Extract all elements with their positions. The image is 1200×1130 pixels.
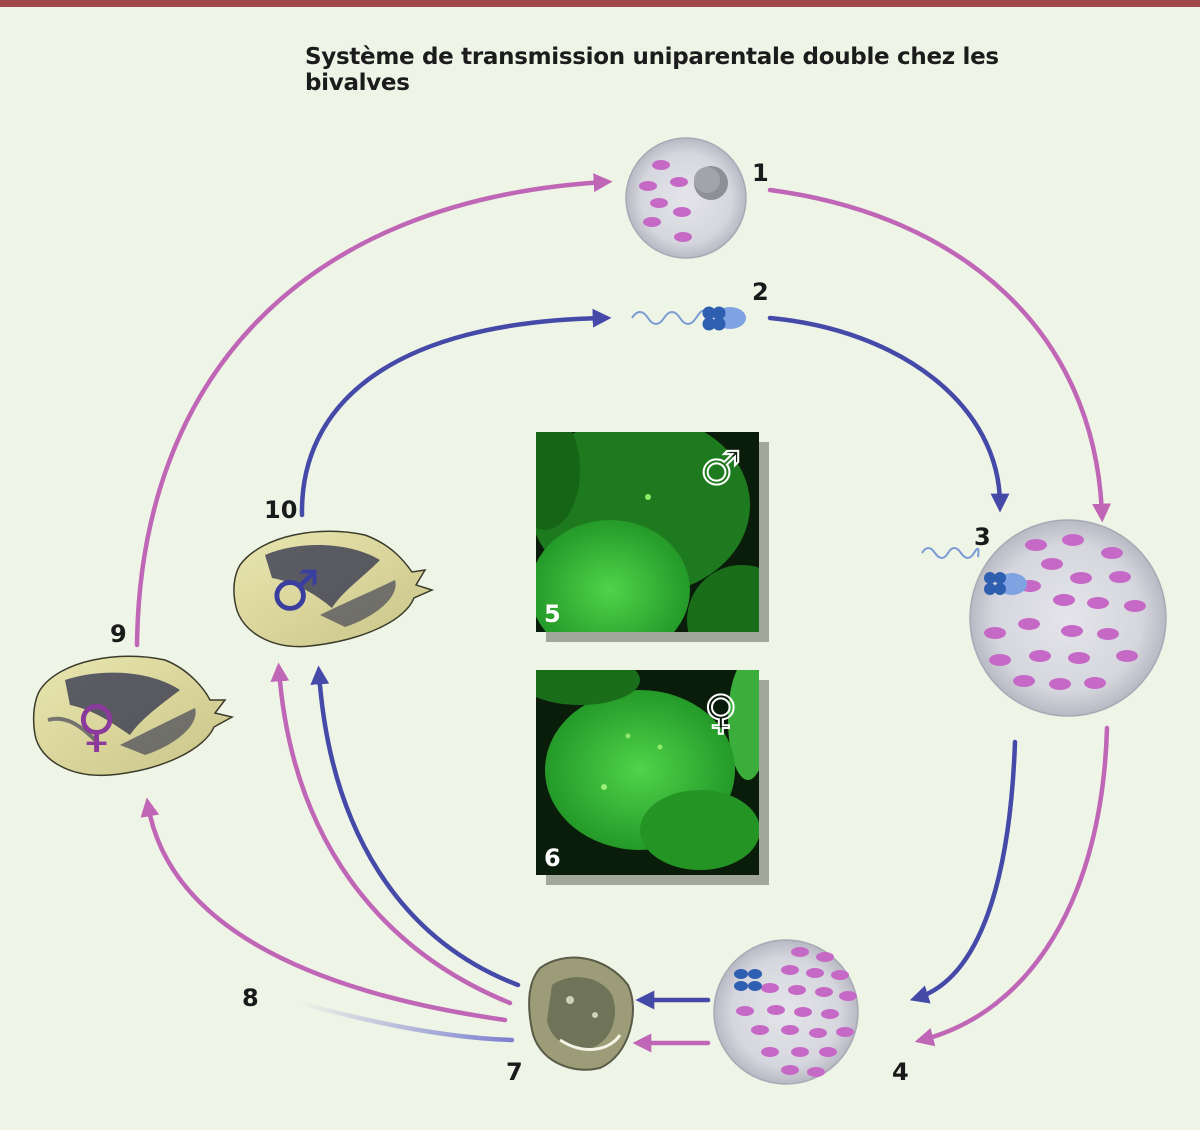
label-2: 2: [752, 278, 769, 306]
male-symbol: ♂: [270, 559, 320, 624]
male-symbol-micrograph: ♂: [700, 441, 741, 495]
arrow-10-to-2: [299, 308, 612, 518]
larva-icon: [528, 956, 634, 1071]
female-symbol-micrograph: ♀: [704, 685, 738, 739]
male-mussel-icon: ♂: [233, 530, 435, 648]
label-10: 10: [264, 496, 297, 524]
maternal-arrows: [134, 173, 1112, 1053]
label-7: 7: [506, 1058, 523, 1086]
label-8: 8: [242, 984, 259, 1012]
embryo-cell-icon: [713, 939, 859, 1085]
label-4: 4: [892, 1058, 909, 1086]
label-9: 9: [110, 620, 127, 648]
arrow-8-tail: [297, 1000, 515, 1043]
micrograph-male: ♂ 5: [536, 432, 769, 642]
arrow-1-to-3: [767, 187, 1112, 523]
female-mussel-icon: ♀: [32, 655, 235, 777]
diagram-title: Système de transmission uniparentale dou…: [305, 44, 999, 96]
arrow-3-to-4-paternal: [909, 739, 1018, 1004]
paternal-arrows: [299, 308, 1018, 1010]
arrow-7-to-9: [140, 797, 508, 1023]
label-6: 6: [544, 844, 561, 872]
label-3: 3: [974, 523, 991, 551]
arrow-2-to-3: [767, 315, 1010, 513]
top-rule: [0, 0, 1200, 7]
arrow-3-to-4-maternal: [914, 725, 1110, 1047]
sperm-icon: [631, 306, 746, 331]
egg-cell-icon: [625, 137, 747, 259]
arrow-7-to-10-maternal: [270, 662, 513, 1006]
label-1: 1: [752, 159, 769, 187]
micrograph-female: ♀ 6: [536, 670, 769, 885]
fertilized-egg-icon: [921, 519, 1167, 717]
label-5: 5: [544, 600, 561, 628]
arrow-7-to-10-paternal: [310, 665, 521, 988]
female-symbol: ♀: [76, 694, 117, 759]
arrow-9-to-1: [134, 173, 613, 648]
